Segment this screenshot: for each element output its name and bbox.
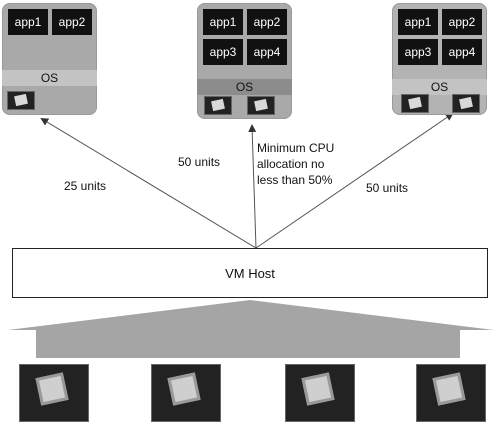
cpu-chip-icon xyxy=(7,91,35,110)
os-layer: OS xyxy=(2,70,97,86)
resource-pool-shape xyxy=(8,300,494,358)
app-tile: app3 xyxy=(398,39,438,65)
note-line: allocation no xyxy=(257,157,325,171)
app-tile: app2 xyxy=(247,9,287,35)
physical-cpu-icon xyxy=(151,364,221,422)
note-line: Minimum CPU xyxy=(257,141,335,155)
arrow-label-vm1: 25 units xyxy=(64,179,107,193)
os-layer: OS xyxy=(392,79,487,95)
vm-host-box: VM Host xyxy=(12,248,488,298)
vm-1-apps: app1 app2 xyxy=(8,9,92,35)
arrow-label-vm3: 50 units xyxy=(366,181,409,195)
app-tile: app4 xyxy=(247,39,287,65)
app-tile: app1 xyxy=(398,9,438,35)
app-tile: app1 xyxy=(203,9,243,35)
note-line: less than 50% xyxy=(257,173,333,187)
vm-host-label: VM Host xyxy=(225,265,275,281)
os-layer: OS xyxy=(197,79,292,95)
arrow-to-vm3 xyxy=(255,112,454,249)
cpu-chip-icon xyxy=(204,96,232,115)
vm-2: app1 app2 app3 app4 OS xyxy=(197,3,292,119)
vm-2-apps: app1 app2 app3 app4 xyxy=(203,9,287,65)
arrow-to-vm2 xyxy=(248,124,257,249)
physical-cpu-icon xyxy=(19,364,89,422)
physical-cpu-icon xyxy=(285,364,355,422)
cpu-minimum-note: Minimum CPU allocation no less than 50% xyxy=(257,140,334,188)
app-tile: app3 xyxy=(203,39,243,65)
app-tile: app2 xyxy=(52,9,92,35)
cpu-chip-icon xyxy=(401,94,429,113)
vm-3: app1 app2 app3 app4 OS xyxy=(392,3,487,115)
app-tile: app4 xyxy=(442,39,482,65)
app-tile: app1 xyxy=(8,9,48,35)
vm-3-apps: app1 app2 app3 app4 xyxy=(398,9,482,65)
vm-1: app1 app2 OS xyxy=(2,3,97,115)
physical-cpu-icon xyxy=(416,364,486,422)
app-tile: app2 xyxy=(442,9,482,35)
arrow-label-vm2: 50 units xyxy=(178,155,221,169)
cpu-chip-icon xyxy=(247,96,275,115)
cpu-chip-icon xyxy=(452,94,480,113)
arrow-to-vm1 xyxy=(40,117,257,249)
